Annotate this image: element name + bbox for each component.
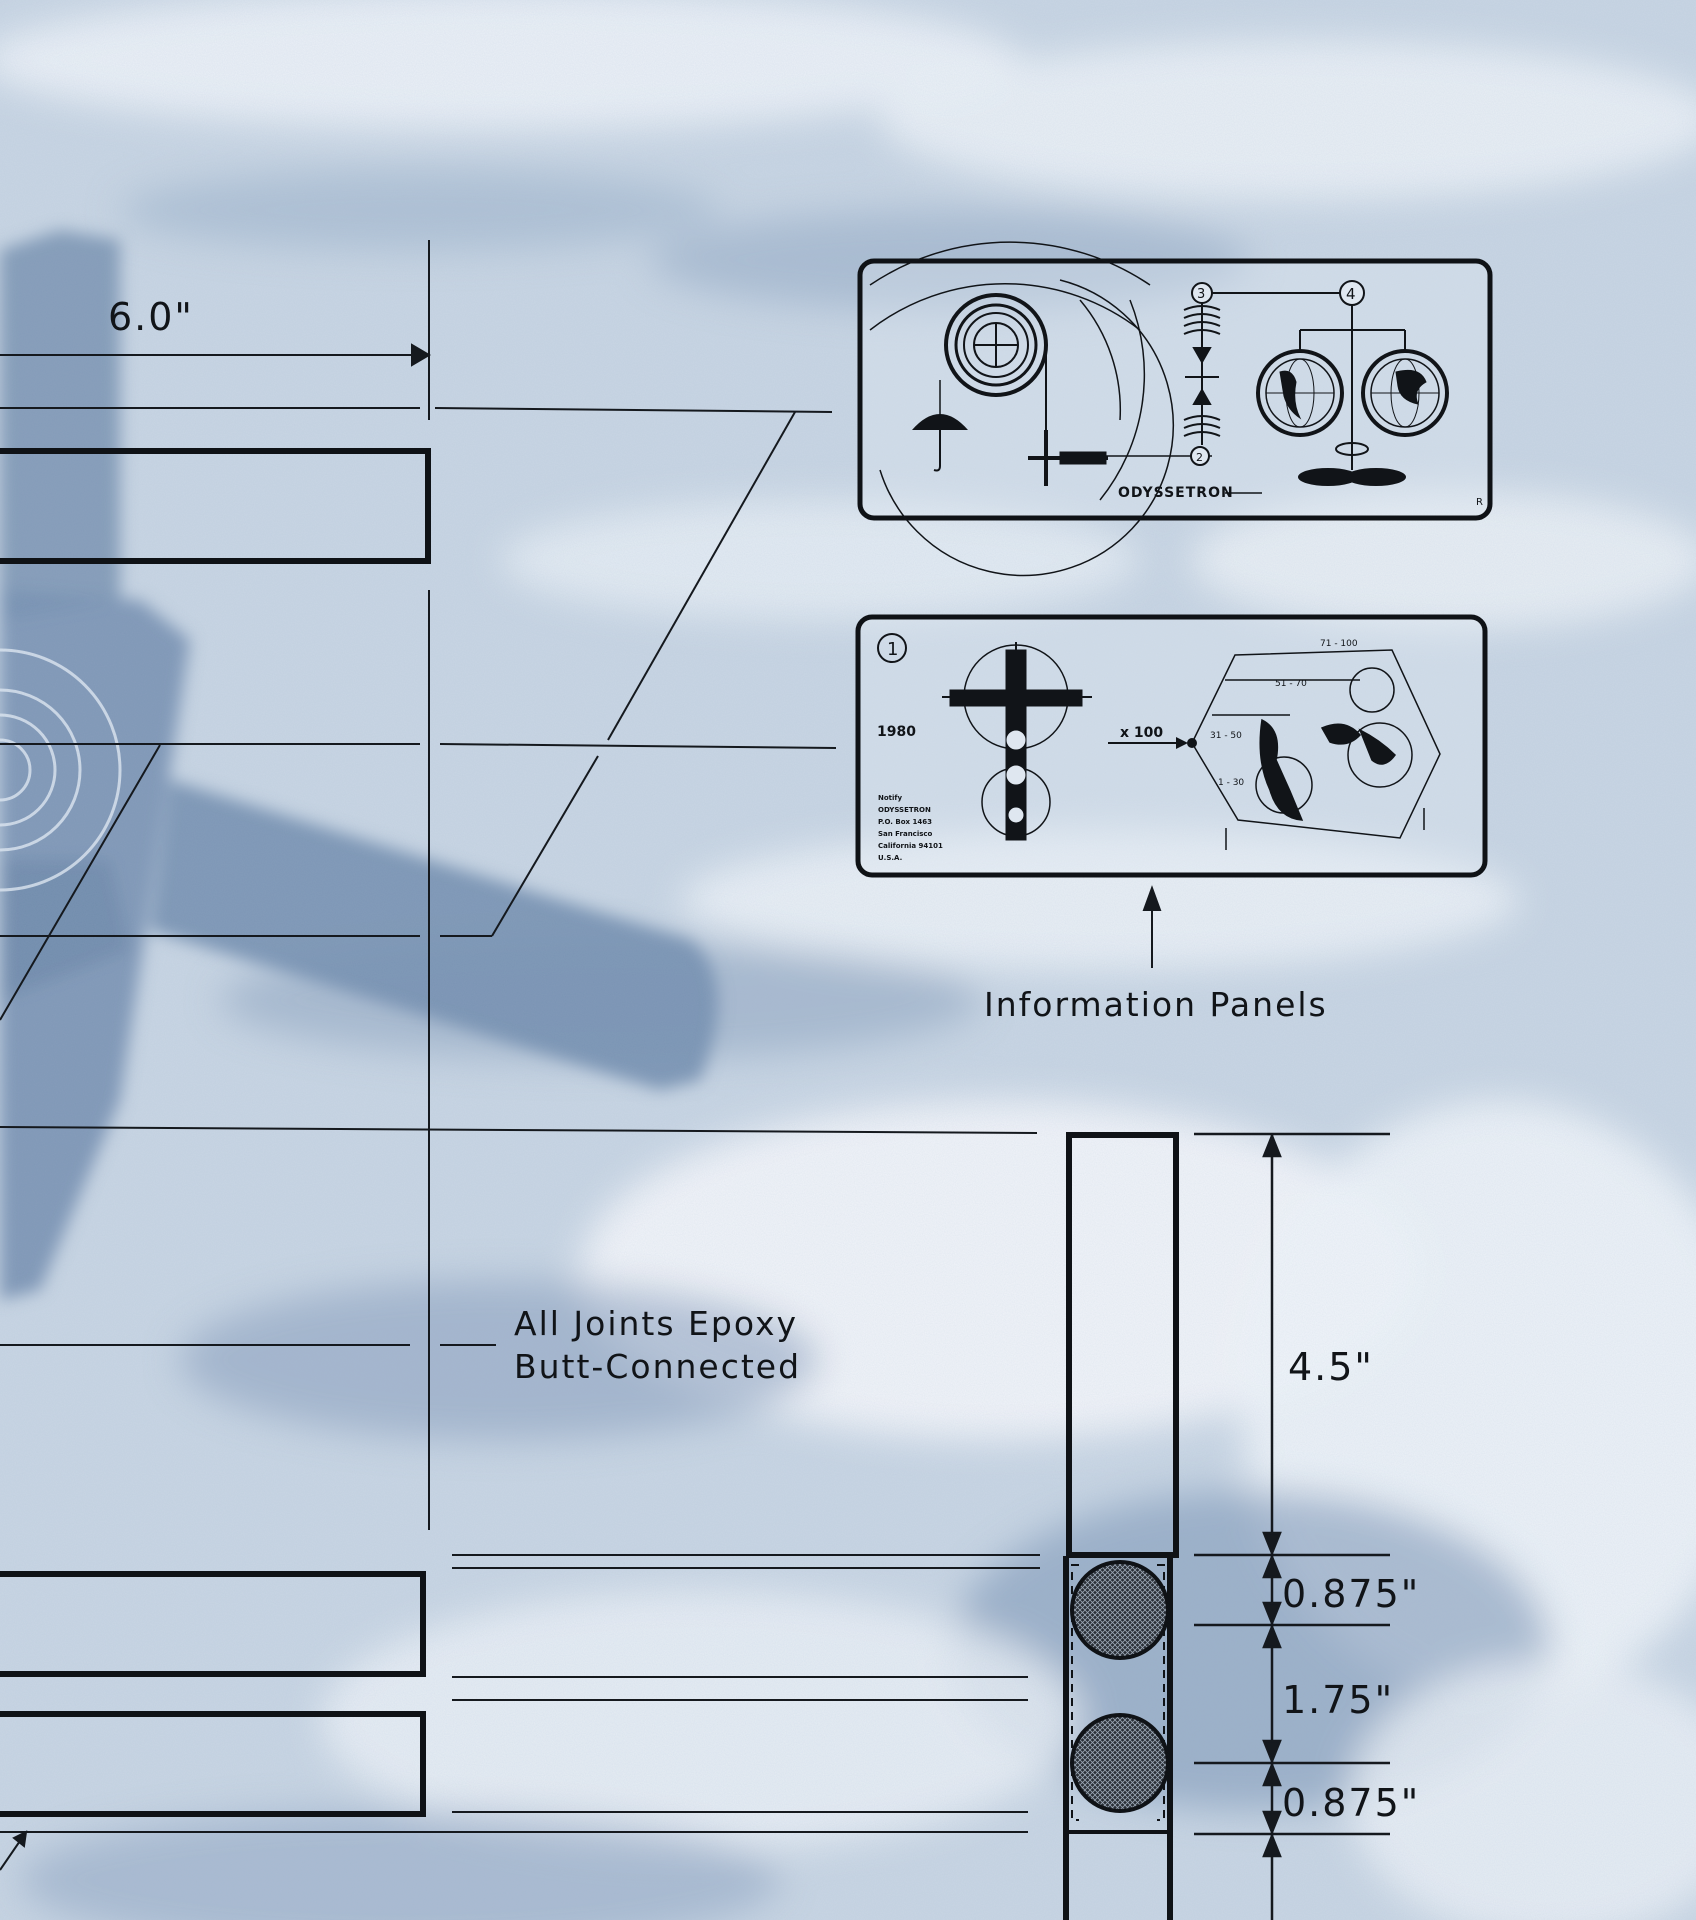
odyssetron-label-group: ODYSSETRON R [1118,485,1483,508]
joints-label-line2: Butt-Connected [514,1347,801,1386]
dimension-labels: 6.0" 4.5" 0.875" 1.75" 0.875" [108,295,1420,1825]
panel-year-label: 1980 [877,724,916,740]
scale-label: 71 - 100 [1320,639,1358,649]
address-line: U.S.A. [878,854,902,862]
propeller-icon [1298,468,1406,486]
dim-spacing-label: 1.75" [1282,1678,1394,1722]
left-bars [0,448,431,1817]
node-markers: 3 4 2 [1060,280,1365,466]
umbrella-icon [912,380,968,472]
panel-brand-label: ODYSSETRON [1118,485,1234,501]
information-panels-label: Information Panels [984,985,1328,1024]
info-panel-top: 3 4 2 [857,241,1493,577]
node-3-label: 3 [1197,287,1205,302]
info-panel-bottom: 1 1980 Notify ODYSSETRON P.O. Box 1463 S… [855,614,1488,878]
panel-corner-mark: R [1476,497,1483,508]
address-line: San Francisco [878,830,933,838]
dim-gap-upper-label: 0.875" [1282,1572,1420,1616]
globe-icon [1256,349,1344,437]
globe-icon [1361,349,1449,437]
map-icon [1191,649,1441,850]
rings-icon [869,241,1174,577]
address-line: Notify [878,794,902,802]
scale-labels: 71 - 100 51 - 70 31 - 50 1 - 30 [1210,639,1358,788]
side-column [1063,1132,1179,1920]
probe-icon [1028,430,1108,486]
wave-icon [1183,300,1221,445]
annotations: Information Panels All Joints Epoxy Butt… [514,985,1328,1386]
address-line: P.O. Box 1463 [878,818,932,826]
multiplier-label: x 100 [1120,725,1163,741]
dim-gap-lower-label: 0.875" [1282,1781,1420,1825]
address-line: ODYSSETRON [878,806,931,814]
height-dimension-chain [1194,1132,1390,1920]
scale-label: 31 - 50 [1210,731,1242,741]
scale-label: 1 - 30 [1218,778,1244,788]
panel-number-label: 1 [887,639,898,660]
dim-width-label: 6.0" [108,295,194,339]
node-2-label: 2 [1196,451,1203,464]
dim-height-label: 4.5" [1288,1345,1374,1389]
scale-label: 51 - 70 [1275,679,1307,689]
balance-icon [1299,305,1406,470]
address-line: California 94101 [878,842,943,850]
joints-label-line1: All Joints Epoxy [514,1304,798,1343]
address-block: Notify ODYSSETRON P.O. Box 1463 San Fran… [878,794,943,862]
node-4-label: 4 [1346,285,1356,303]
panel-number-badge [877,633,907,663]
cross-icon [942,642,1092,841]
